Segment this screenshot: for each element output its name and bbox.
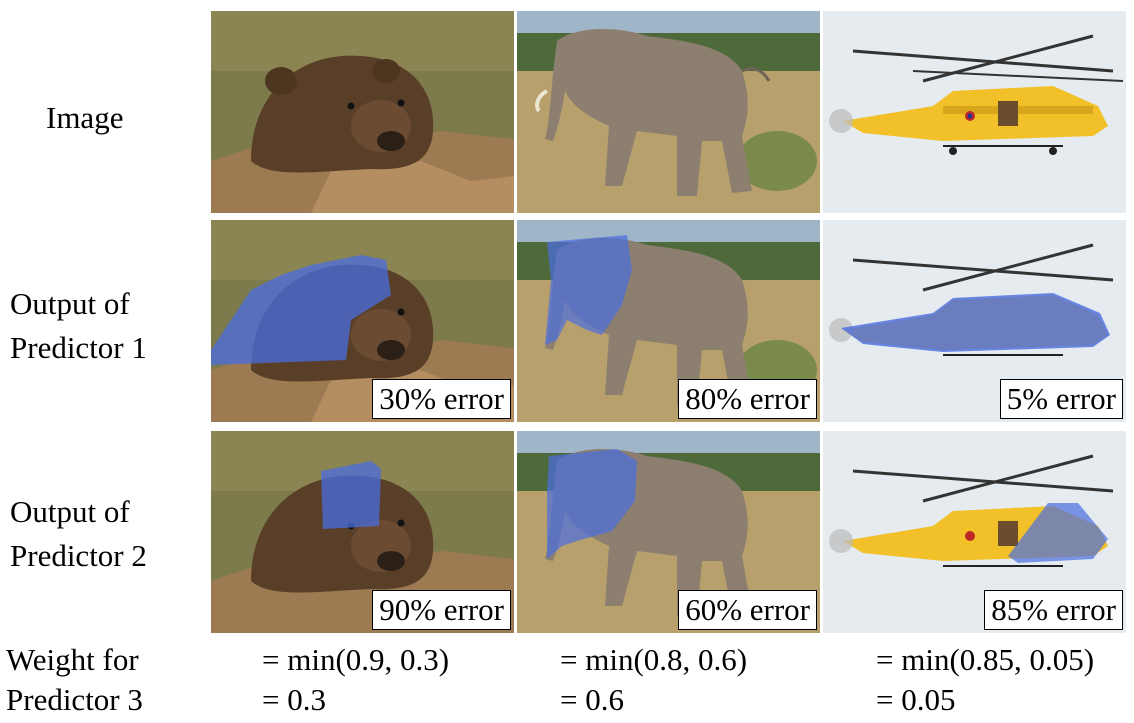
bear-predictor-2-error-badge: 90% error xyxy=(372,590,511,630)
weight-bear-formula: = min(0.9, 0.3) xyxy=(262,642,450,677)
elephant-predictor-2-error-badge: 60% error xyxy=(678,590,817,630)
row-label-predictor-1-line1: Output of xyxy=(10,286,130,321)
weight-helicopter-result: = 0.05 xyxy=(876,682,956,717)
bear-predictor-1-error-badge: 30% error xyxy=(372,379,511,419)
elephant-photo-icon xyxy=(517,11,820,213)
helicopter-predictor-2-output: 85% error xyxy=(823,431,1126,633)
row-label-predictor-2: Output of Predictor 2 xyxy=(10,490,147,578)
weight-helicopter-formula: = min(0.85, 0.05) xyxy=(876,642,1095,677)
weight-label: Weight for Predictor 3 xyxy=(6,640,143,720)
elephant-predictor-1-error-badge: 80% error xyxy=(678,379,817,419)
predictor-1-mask xyxy=(841,293,1110,352)
row-label-image: Image xyxy=(46,96,123,140)
predictor-1-mask xyxy=(545,235,632,345)
bear-photo-icon xyxy=(211,11,514,213)
elephant-photo-icon xyxy=(517,431,820,633)
helicopter-predictor-1-error-badge: 5% error xyxy=(999,379,1123,419)
bear-predictor-1-output: 30% error xyxy=(211,220,514,422)
weight-bear-result: = 0.3 xyxy=(262,682,326,717)
weight-elephant-result: = 0.6 xyxy=(560,682,624,717)
weight-elephant: = min(0.8, 0.6) = 0.6 xyxy=(560,640,747,720)
row-label-predictor-2-line1: Output of xyxy=(10,494,130,529)
predictor-2-mask xyxy=(321,461,381,529)
row-label-image-text: Image xyxy=(46,100,124,135)
predictor-1-mask xyxy=(211,255,391,365)
bear-predictor-2-output: 90% error xyxy=(211,431,514,633)
weight-label-line1: Weight for xyxy=(6,642,139,677)
helicopter-image xyxy=(823,11,1126,213)
predictor-2-mask xyxy=(547,449,637,559)
weight-elephant-formula: = min(0.8, 0.6) xyxy=(560,642,748,677)
row-label-predictor-2-line2: Predictor 2 xyxy=(10,538,147,573)
elephant-predictor-2-output: 60% error xyxy=(517,431,820,633)
bear-photo-icon xyxy=(211,220,514,422)
predictor-2-mask xyxy=(1008,503,1108,563)
row-label-predictor-1: Output of Predictor 1 xyxy=(10,282,147,370)
bear-photo-icon xyxy=(211,431,514,633)
elephant-predictor-1-output: 80% error xyxy=(517,220,820,422)
weight-label-line2: Predictor 3 xyxy=(6,682,143,717)
bear-image xyxy=(211,11,514,213)
elephant-image xyxy=(517,11,820,213)
weight-helicopter: = min(0.85, 0.05) = 0.05 xyxy=(876,640,1094,720)
helicopter-predictor-2-error-badge: 85% error xyxy=(984,590,1123,630)
weight-bear: = min(0.9, 0.3) = 0.3 xyxy=(262,640,449,720)
row-label-predictor-1-line2: Predictor 1 xyxy=(10,330,147,365)
helicopter-photo-icon xyxy=(823,11,1126,213)
helicopter-predictor-1-output: 5% error xyxy=(823,220,1126,422)
